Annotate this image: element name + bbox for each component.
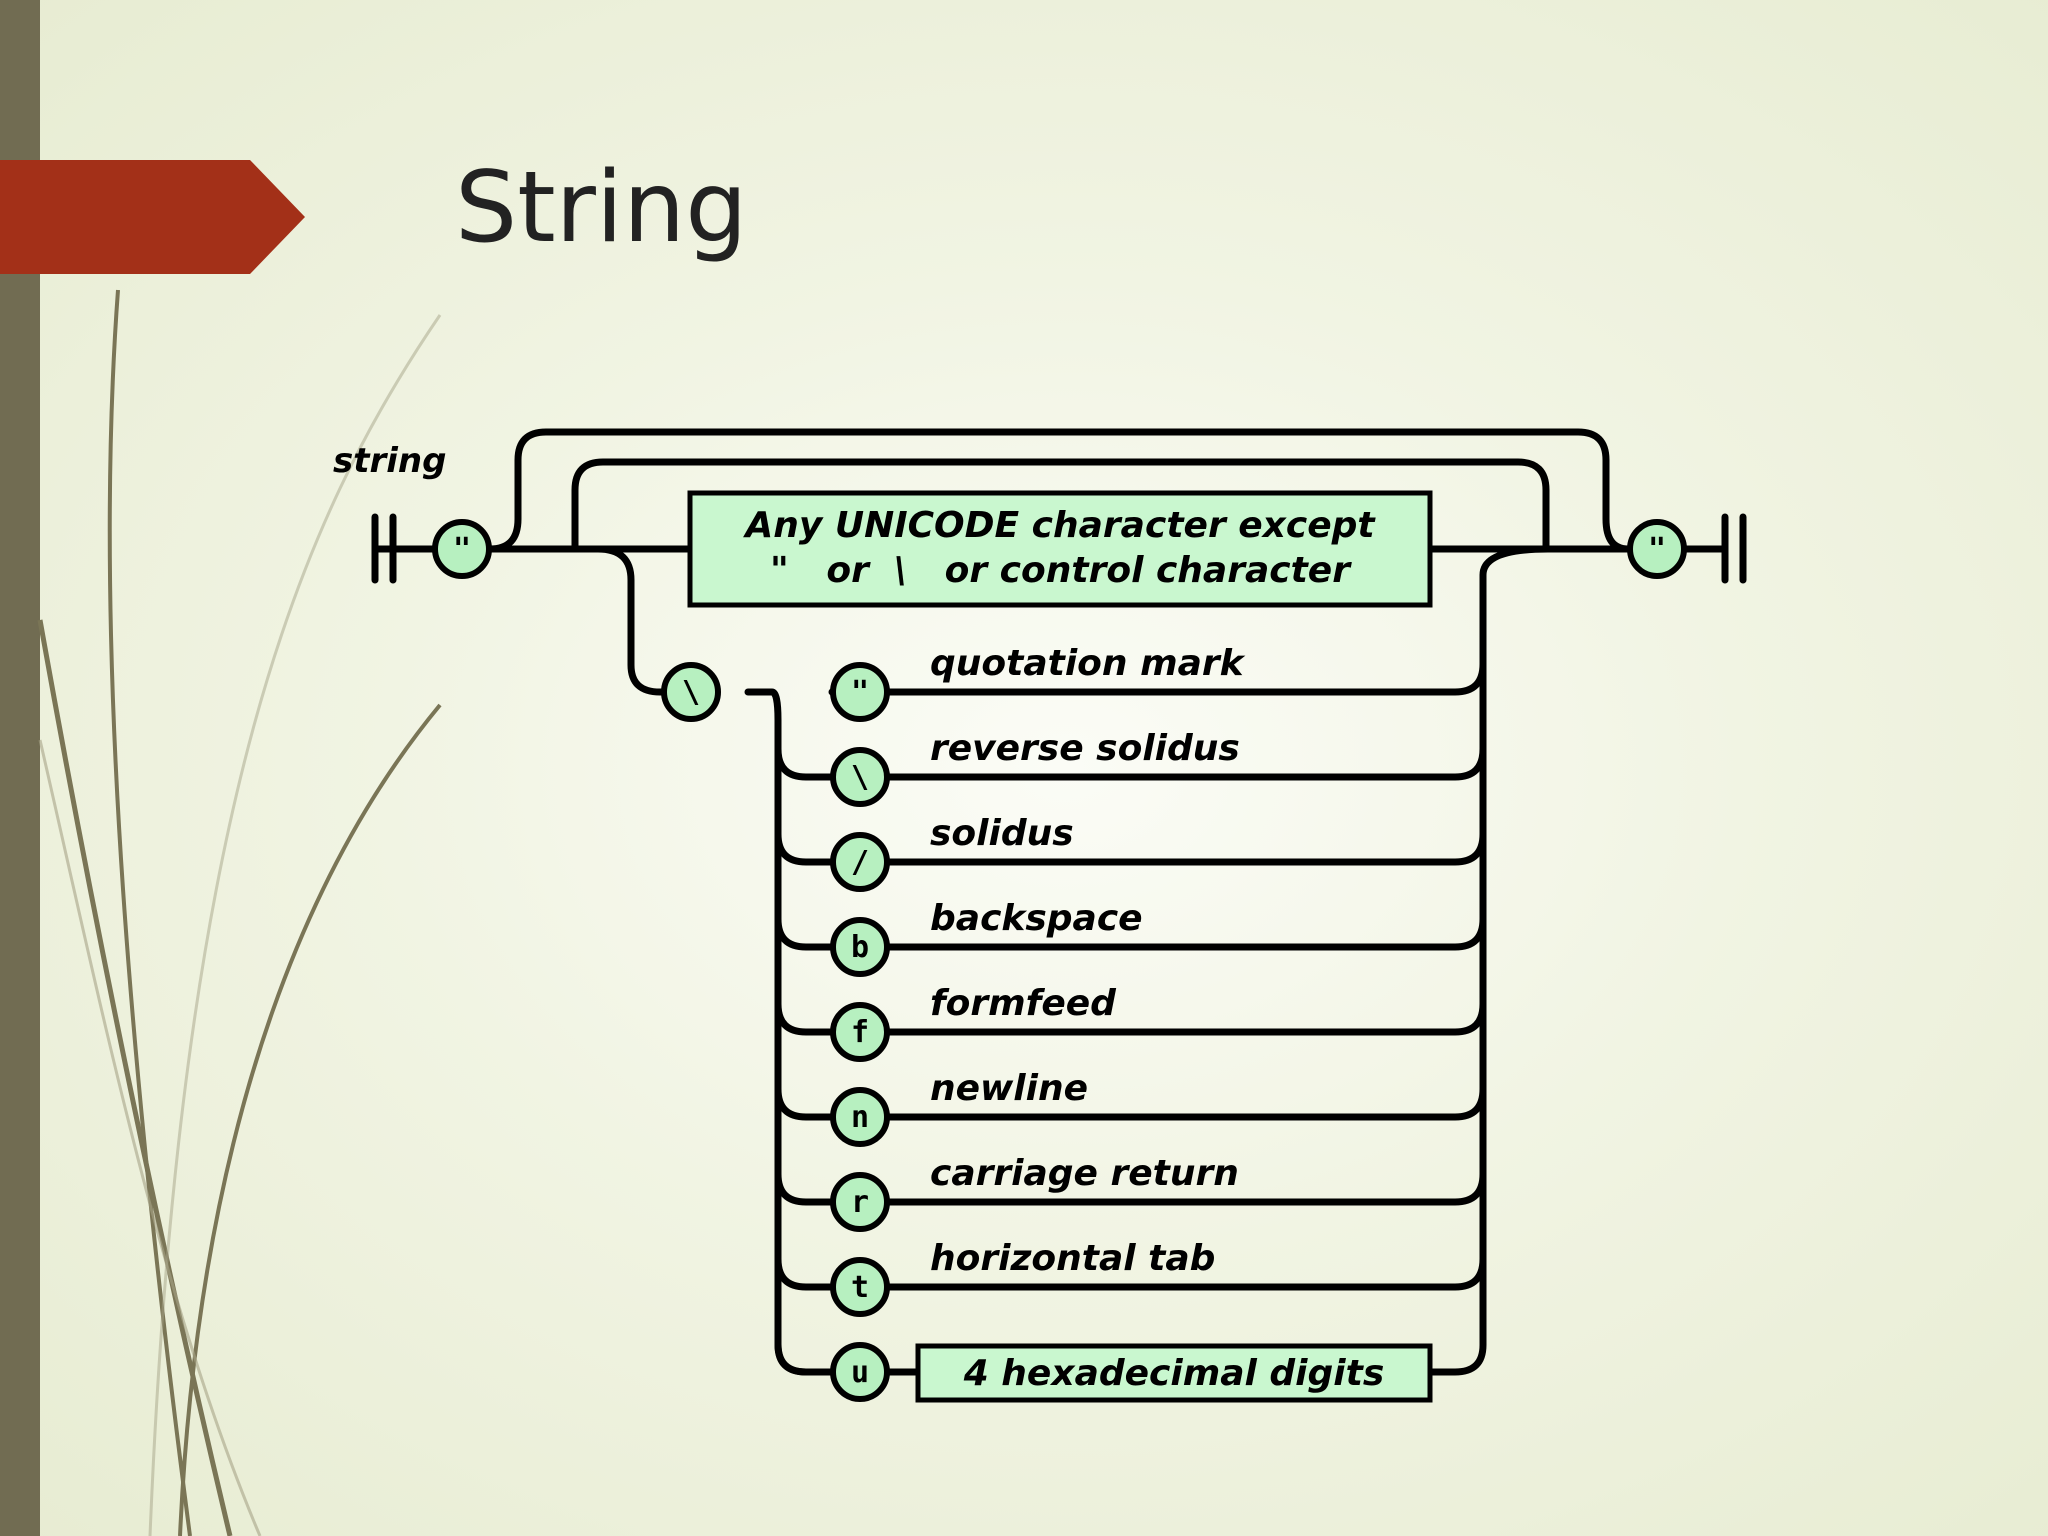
title-flag-shape bbox=[0, 160, 305, 274]
escape-label: solidus bbox=[930, 813, 1074, 854]
escape-node bbox=[830, 1172, 890, 1232]
escape-node bbox=[830, 1257, 890, 1317]
escape-label: horizontal tab bbox=[930, 1238, 1215, 1279]
title-accent-flag bbox=[0, 160, 305, 274]
escape-node bbox=[830, 662, 890, 722]
unicode-escape-row: u 4 hexadecimal digits bbox=[828, 1342, 1433, 1403]
escape-row: b backspace bbox=[830, 898, 1143, 977]
escape-row: n newline bbox=[830, 1068, 1088, 1147]
escape-node bbox=[830, 1002, 890, 1062]
open-quote-node: " bbox=[432, 519, 492, 579]
grass-stroke-5 bbox=[38, 739, 262, 1536]
unicode-escape-node bbox=[830, 1342, 890, 1402]
escape-row: r carriage return bbox=[830, 1153, 1239, 1232]
escape-char: \ bbox=[851, 760, 869, 795]
escape-char: b bbox=[851, 930, 869, 965]
escape-row: " quotation mark bbox=[830, 643, 1246, 722]
escape-node bbox=[830, 832, 890, 892]
decorative-grass bbox=[37, 289, 442, 1536]
escape-label: reverse solidus bbox=[930, 728, 1240, 769]
escape-char: t bbox=[851, 1270, 869, 1305]
escape-row: \ reverse solidus bbox=[830, 728, 1240, 807]
escape-label: quotation mark bbox=[930, 643, 1246, 684]
escape-char: n bbox=[851, 1100, 869, 1135]
escape-node bbox=[830, 747, 890, 807]
escape-char: " bbox=[851, 675, 869, 710]
escape-label: carriage return bbox=[930, 1153, 1239, 1194]
unicode-escape-char: u bbox=[851, 1355, 869, 1390]
escape-label: newline bbox=[930, 1068, 1088, 1109]
escape-label: backspace bbox=[930, 898, 1143, 939]
escape-label: formfeed bbox=[930, 983, 1117, 1024]
escape-row: t horizontal tab bbox=[830, 1238, 1215, 1317]
escape-node bbox=[830, 1087, 890, 1147]
escape-row: / solidus bbox=[830, 813, 1074, 892]
grass-stroke-4 bbox=[148, 314, 442, 1536]
diagram-tracks bbox=[371, 428, 1729, 1376]
unicode-character-box: Any UNICODE character except " or \ or c… bbox=[687, 490, 1433, 608]
escape-list: " quotation mark \ reverse solidus / solidus b… bbox=[830, 643, 1246, 1317]
escape-backslash-char: \ bbox=[682, 675, 700, 710]
hex-digits-box bbox=[915, 1343, 1433, 1403]
escape-char: r bbox=[851, 1185, 869, 1220]
open-quote-char: " bbox=[453, 532, 471, 567]
close-quote-node: " bbox=[1627, 519, 1687, 579]
grass-stroke-1 bbox=[37, 619, 233, 1536]
escape-node bbox=[830, 917, 890, 977]
escape-row: f formfeed bbox=[830, 983, 1117, 1062]
escape-backslash-node: \ bbox=[661, 662, 721, 722]
unicode-box-line1: Any UNICODE character except bbox=[742, 505, 1376, 546]
slide-title: String bbox=[455, 151, 748, 265]
escape-char: f bbox=[851, 1015, 869, 1050]
escape-char: / bbox=[851, 845, 869, 880]
diagram-name-label: string bbox=[333, 441, 446, 481]
hex-digits-label: 4 hexadecimal digits bbox=[963, 1353, 1385, 1394]
escape-row-tracks bbox=[774, 660, 1487, 1376]
unicode-box-line2: " or \ or control character bbox=[770, 550, 1352, 591]
close-quote-char: " bbox=[1648, 532, 1666, 567]
